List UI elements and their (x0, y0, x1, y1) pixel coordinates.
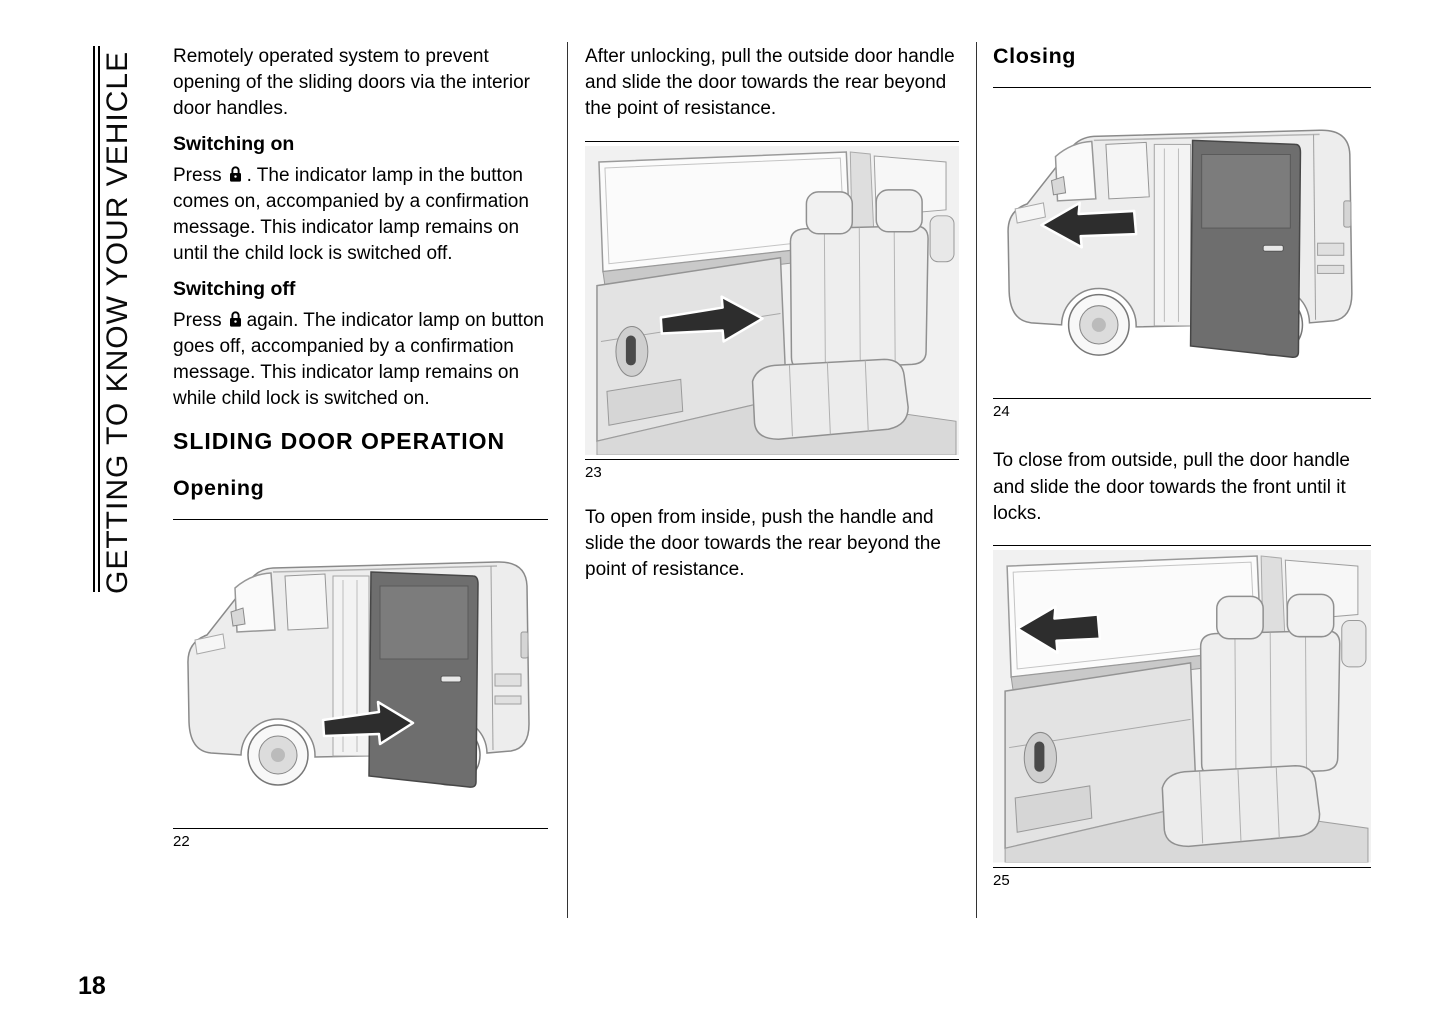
switching-on-paragraph: Press. The indicator lamp in the button … (173, 163, 548, 268)
chapter-rail-rule (93, 46, 100, 592)
close-outside-paragraph: To close from outside, pull the door han… (993, 450, 1350, 524)
press-label: Press (173, 164, 222, 186)
switching-on-heading: Switching on (173, 132, 295, 155)
figure-25: 25 (993, 545, 1371, 889)
van-exterior-opening-illustration (173, 518, 548, 829)
chapter-title: GETTING TO KNOW YOUR VEHICLE (101, 50, 134, 594)
child-lock-icon (228, 165, 243, 183)
switching-off-heading: Switching off (173, 277, 296, 300)
open-outside-paragraph: After unlocking, pull the outside door h… (585, 46, 955, 120)
interior-closing-illustration (993, 545, 1371, 868)
slide-rearward-arrow (321, 700, 415, 745)
interior-open-handle-illustration (585, 140, 959, 460)
switching-on-text: . The indicator lamp in the button comes… (173, 164, 529, 265)
figure-caption: 24 (993, 403, 1010, 421)
column-divider (567, 42, 568, 918)
slide-rearward-arrow (659, 295, 764, 343)
page-number: 18 (78, 972, 106, 1000)
column-1: Remotely operated system to prevent open… (173, 44, 548, 850)
figure-23: 23 (585, 140, 959, 481)
column-3: Closing 24 To close from outside, pull t… (993, 44, 1371, 889)
opening-heading: Opening (173, 475, 265, 500)
figure-caption: 23 (585, 463, 602, 481)
figure-caption: 22 (173, 832, 190, 850)
press-label: Press (173, 309, 222, 331)
column-divider (976, 42, 977, 918)
switching-off-text: again. The indicator lamp on button goes… (173, 309, 545, 410)
intro-paragraph: Remotely operated system to prevent open… (173, 46, 531, 120)
open-inside-paragraph: To open from inside, push the handle and… (585, 506, 941, 581)
van-exterior-closing-illustration (993, 87, 1371, 400)
column-2: After unlocking, pull the outside door h… (585, 44, 959, 583)
slide-forward-arrow (1040, 201, 1138, 249)
figure-22: 22 (173, 518, 548, 850)
slide-forward-arrow (1015, 605, 1102, 655)
child-lock-icon (228, 310, 243, 328)
sliding-door-operation-heading: SLIDING DOOR OPERATION (173, 428, 506, 455)
figure-24: 24 (993, 87, 1371, 420)
closing-heading: Closing (993, 44, 1077, 68)
figure-caption: 25 (993, 871, 1010, 889)
